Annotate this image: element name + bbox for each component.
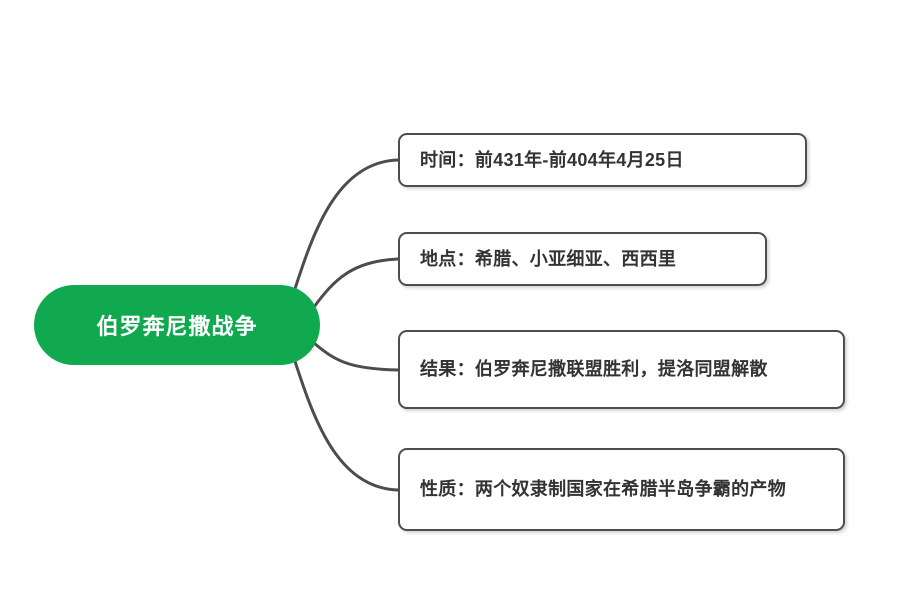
branch-node-place[interactable]: 地点：希腊、小亚细亚、西西里 <box>398 232 767 286</box>
connector-root-to-time <box>290 158 400 300</box>
root-node-label: 伯罗奔尼撒战争 <box>96 314 258 339</box>
branch-node-nature-label: 性质：两个奴隶制国家在希腊半岛争霸的产物 <box>420 479 786 500</box>
connector-root-to-nature <box>290 350 400 492</box>
branch-node-result[interactable]: 结果：伯罗奔尼撒联盟胜利，提洛同盟解散 <box>398 330 845 409</box>
root-node[interactable]: 伯罗奔尼撒战争 <box>34 285 320 365</box>
branch-node-result-label: 结果：伯罗奔尼撒联盟胜利，提洛同盟解散 <box>420 359 768 380</box>
branch-node-place-label: 地点：希腊、小亚细亚、西西里 <box>420 248 677 269</box>
branch-node-nature[interactable]: 性质：两个奴隶制国家在希腊半岛争霸的产物 <box>398 448 845 531</box>
connector-root-to-result <box>312 341 400 372</box>
branch-node-time[interactable]: 时间：前431年-前404年4月25日 <box>398 133 807 187</box>
branch-node-time-label: 时间：前431年-前404年4月25日 <box>420 149 684 170</box>
connector-root-to-place <box>312 257 400 309</box>
